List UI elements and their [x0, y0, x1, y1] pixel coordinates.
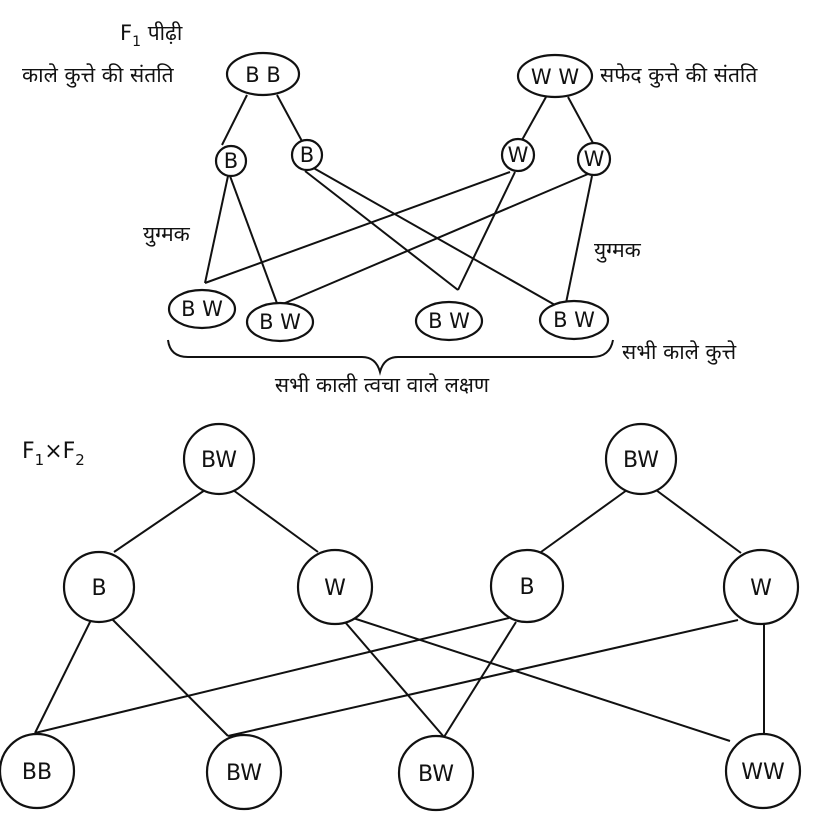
f2-offspring-node-2: BW: [205, 733, 283, 811]
line-g3-to-bb: [34, 617, 510, 734]
svg-text:WW: WW: [741, 760, 785, 785]
svg-text:BW: BW: [201, 448, 237, 473]
left-parent-node: B B: [225, 51, 301, 97]
line-w2-to-o4: [565, 175, 593, 304]
right-parent-genotype: W W: [531, 65, 579, 89]
line-p2-to-g4: [655, 489, 742, 554]
line-p1-to-g2: [232, 489, 319, 553]
f1-section: F1 पीढ़ी काले कुत्ते की संतति सफेद कुत्त…: [22, 21, 758, 397]
f2-section: F1×F2 BW BW B W: [0, 422, 802, 812]
f1-title: F1 पीढ़ी: [120, 21, 183, 50]
line-b1-to-o1: [204, 175, 229, 284]
all-black-skin-label: सभी काली त्वचा वाले लक्षण: [275, 373, 490, 397]
gamete-node-4: W: [576, 141, 612, 177]
gamete-node-1: B: [214, 144, 248, 178]
f2-gamete-node-2: W: [296, 548, 374, 626]
f2-gamete-node-4: W: [722, 548, 800, 626]
line-bb-to-b2: [276, 94, 304, 144]
svg-text:BW: BW: [623, 448, 659, 473]
line-g2-to-ww: [352, 617, 731, 742]
gamete-label-left: युग्मक: [143, 222, 191, 247]
line-g1-to-bb: [34, 617, 93, 734]
line-ww-to-w1: [521, 96, 547, 141]
gamete-label-right: युग्मक: [594, 238, 642, 263]
svg-text:B W: B W: [553, 308, 595, 332]
svg-text:B W: B W: [259, 310, 301, 334]
line-p2-to-g3: [540, 489, 628, 553]
line-w1-to-o1: [204, 171, 511, 284]
svg-text:BW: BW: [226, 761, 262, 786]
line-g1-to-bw1: [111, 618, 229, 737]
line-bb-to-b1: [221, 94, 248, 146]
line-b1-to-o2: [229, 175, 279, 307]
svg-text:B: B: [91, 576, 106, 601]
offspring-node-4: B W: [538, 299, 610, 341]
line-b2-to-o4: [309, 165, 556, 306]
gamete-node-3: W: [500, 137, 536, 173]
offspring-node-3: B W: [414, 300, 484, 342]
line-ww-to-w2: [567, 96, 594, 144]
gamete-node-2: B: [290, 138, 324, 172]
offspring-node-1: B W: [167, 288, 237, 330]
svg-text:W: W: [508, 143, 529, 167]
left-parent-genotype: B B: [245, 63, 281, 87]
right-parent-node: W W: [516, 53, 594, 99]
offspring-brace: [167, 339, 614, 376]
line-b2-to-o3: [304, 170, 459, 291]
svg-text:B W: B W: [428, 309, 470, 333]
offspring-node-2: B W: [245, 301, 315, 343]
right-parent-label: सफेद कुत्ते की संतति: [600, 63, 758, 88]
f2-offspring-node-3: BW: [397, 734, 475, 812]
line-g2-to-bw2: [344, 621, 445, 738]
svg-text:W: W: [584, 147, 605, 171]
line-w1-to-o3: [457, 171, 516, 291]
f2-gamete-node-1: B: [62, 550, 136, 624]
f2-offspring-node-4: WW: [724, 732, 802, 810]
line-w2-to-o2: [277, 173, 589, 307]
svg-text:BW: BW: [418, 762, 454, 787]
svg-text:B: B: [224, 149, 238, 173]
f2-offspring-node-1: BB: [0, 732, 76, 810]
all-black-dogs-label: सभी काले कुत्ते: [622, 340, 737, 365]
f2-parent-node-2: BW: [604, 422, 678, 496]
f2-title: F1×F2: [22, 439, 85, 469]
svg-text:B: B: [300, 143, 314, 167]
line-g4-to-bw1: [227, 619, 739, 737]
svg-text:W: W: [750, 576, 772, 601]
svg-text:BB: BB: [22, 760, 52, 785]
f2-gamete-node-3: B: [489, 548, 565, 624]
svg-text:W: W: [324, 576, 346, 601]
f2-parent-node-1: BW: [182, 422, 256, 496]
svg-text:B: B: [519, 575, 534, 600]
left-parent-label: काले कुत्ते की संतति: [22, 63, 175, 88]
line-p1-to-g1: [113, 489, 206, 553]
svg-text:B W: B W: [181, 297, 223, 321]
